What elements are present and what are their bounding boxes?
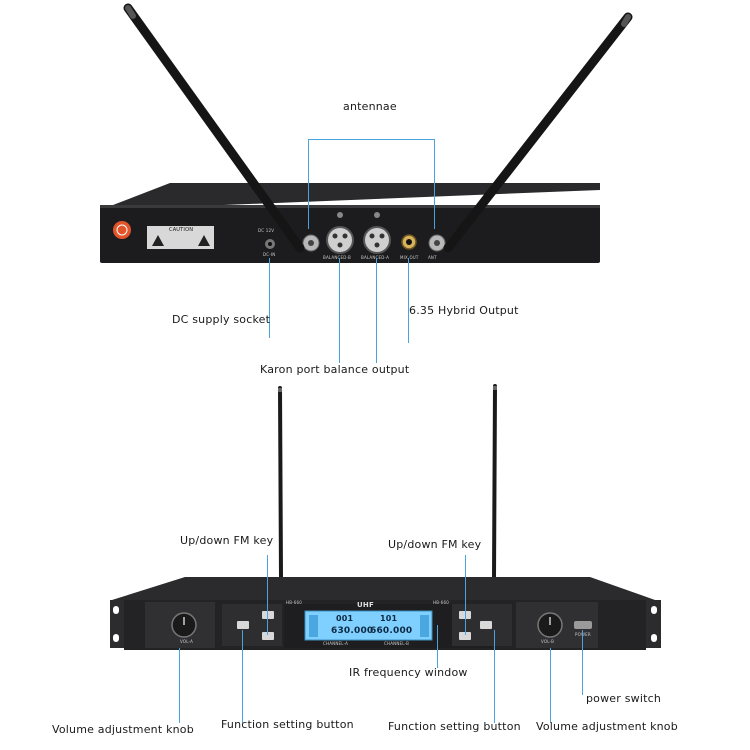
caution-text: CAUTION [169, 227, 194, 233]
leader-karon-left [339, 258, 340, 363]
leader-ir-window [437, 625, 438, 668]
mix-out-text: MIX OUT [400, 255, 419, 260]
leader-fm-left [267, 555, 268, 635]
lcd-freq-a: 630.000 [331, 626, 374, 636]
fm-down-key-right-icon [459, 632, 471, 640]
leader-antennae-top [308, 139, 435, 140]
leader-volume-left [179, 648, 180, 723]
leader-function-right [494, 630, 495, 723]
dc-in-text: DC-IN [263, 252, 276, 257]
callout-updown-fm-key-left: Up/down FM key [180, 534, 274, 547]
dc-spec-text: DC 12V [258, 228, 275, 233]
warning-logo-icon [113, 221, 131, 239]
channel-b-text: CHANNEL-B [384, 641, 410, 646]
callout-ir-frequency-window: IR frequency window [349, 666, 468, 679]
balanced-a-text: BALANCED-A [361, 255, 389, 260]
xlr-balanced-b-icon [326, 226, 354, 254]
fm-down-key-left-icon [262, 632, 274, 640]
ant-text: ANT [428, 255, 437, 260]
function-button-left-icon [237, 621, 249, 629]
callout-dc-supply-socket: DC supply socket [172, 313, 271, 326]
front-antenna-right-icon [492, 384, 497, 580]
ir-frequency-window [304, 610, 433, 641]
power-switch-icon [574, 621, 592, 629]
rack-ear-right [645, 600, 661, 648]
lcd-ch-b: 101 [380, 614, 398, 623]
rear-antenna-right-icon [443, 12, 633, 253]
leader-volume-right [550, 648, 551, 723]
leader-antennae-right [434, 139, 435, 229]
callout-hybrid-output: 6.35 Hybrid Output [409, 304, 519, 317]
function-button-right-icon [480, 621, 492, 629]
lcd-ch-a: 001 [336, 614, 354, 623]
rear-chassis-top [100, 183, 600, 210]
callout-function-button-right: Function setting button [388, 720, 521, 733]
brand-text: UHF [357, 601, 374, 609]
xlr-balanced-a-icon [363, 226, 391, 254]
callout-power-switch: power switch [586, 692, 662, 705]
rear-antenna-left-icon [123, 3, 305, 253]
callout-function-button-left: Function setting button [221, 718, 354, 731]
caution-sticker [147, 226, 214, 249]
callout-volume-knob-right: Volume adjustment knob [536, 720, 678, 733]
leader-karon-right [376, 258, 377, 363]
leader-function-left [242, 630, 243, 723]
leader-hybrid-output [408, 258, 409, 343]
balanced-b-text: BALANCED-B [323, 255, 351, 260]
callout-karon-port: Karon port balance output [260, 363, 410, 376]
callout-updown-fm-key-right: Up/down FM key [388, 538, 482, 551]
fm-up-key-left-icon [262, 611, 274, 619]
model-left-text: HB-660 [286, 600, 303, 605]
leader-fm-right [465, 555, 466, 635]
leader-dc-supply [269, 258, 270, 338]
lcd-freq-b: 660.000 [370, 626, 413, 636]
channel-a-text: CHANNEL-A [323, 641, 349, 646]
leader-power-switch [582, 630, 583, 695]
front-chassis-top [112, 577, 655, 600]
leader-antennae-left [308, 139, 309, 229]
callout-volume-knob-left: Volume adjustment knob [52, 723, 194, 736]
vol-b-text: VOL-B [541, 639, 555, 644]
vol-a-text: VOL-A [180, 639, 194, 644]
front-antenna-left-icon [278, 386, 283, 580]
model-right-text: HB-660 [433, 600, 450, 605]
callout-antennae: antennae [343, 100, 397, 113]
